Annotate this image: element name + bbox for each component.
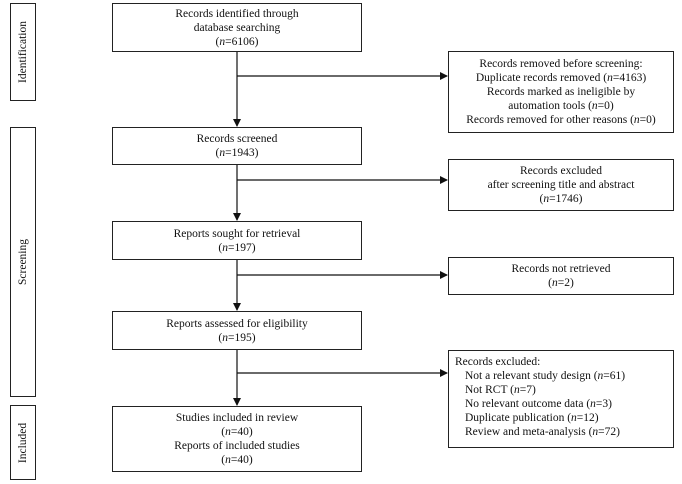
phase-included-label: Included xyxy=(17,422,29,463)
reports-included-label: Reports of included studies xyxy=(174,440,300,452)
phase-screening: Screening xyxy=(10,127,36,397)
excluded-reason-item: No relevant outcome data (n=3) xyxy=(465,398,612,410)
not-retrieved-label: Records not retrieved xyxy=(511,263,611,275)
records-screened-label: Records screened xyxy=(196,133,278,145)
records-identified-line1: Records identified through xyxy=(175,7,299,20)
records-excluded-reasons-box: Records excluded: Not a relevant study d… xyxy=(448,350,674,448)
phase-included: Included xyxy=(10,405,36,480)
studies-included-count: (n=40) xyxy=(221,426,253,438)
excluded-reasons-list: Not a relevant study design (n=61) Not R… xyxy=(455,369,673,439)
removed-before-title: Records removed before screening: xyxy=(479,58,643,70)
removed-other: Records removed for other reasons (n=0) xyxy=(466,114,656,126)
records-identified-box: Records identified through database sear… xyxy=(112,3,362,52)
not-retrieved-count: (n=2) xyxy=(548,277,574,289)
excluded-reasons-title: Records excluded: xyxy=(455,356,541,368)
removed-ineligible-line1: Records marked as ineligible by xyxy=(486,86,636,98)
excluded-reason-item: Review and meta-analysis (n=72) xyxy=(465,426,620,438)
records-removed-before-box: Records removed before screening: Duplic… xyxy=(448,51,674,133)
excluded-title-line2: after screening title and abstract xyxy=(487,179,635,191)
records-not-retrieved-box: Records not retrieved (n=2) xyxy=(448,257,674,295)
excluded-reason-item: Duplicate publication (n=12) xyxy=(465,412,599,424)
removed-duplicates: Duplicate records removed (n=4163) xyxy=(475,72,647,84)
reports-assessed-box: Reports assessed for eligibility (n=195) xyxy=(112,311,362,350)
excluded-title-count: (n=1746) xyxy=(539,193,583,205)
records-screened-box: Records screened (n=1943) xyxy=(112,127,362,165)
studies-included-box: Studies included in review (n=40) Report… xyxy=(112,406,362,472)
reports-included-count: (n=40) xyxy=(221,454,253,466)
phase-screening-label: Screening xyxy=(17,239,29,285)
records-identified-count: (n=6106) xyxy=(215,35,259,48)
reports-assessed-label: Reports assessed for eligibility xyxy=(166,317,308,330)
excluded-reason-item: Not RCT (n=7) xyxy=(465,384,536,396)
records-identified-line2: database searching xyxy=(193,21,281,34)
excluded-reason-item: Not a relevant study design (n=61) xyxy=(465,370,626,382)
removed-ineligible-line2: automation tools (n=0) xyxy=(508,100,614,112)
reports-sought-count: (n=197) xyxy=(218,241,256,254)
reports-sought-box: Reports sought for retrieval (n=197) xyxy=(112,221,362,260)
phase-identification-label: Identification xyxy=(17,21,29,83)
phase-identification: Identification xyxy=(10,3,36,101)
studies-included-label: Studies included in review xyxy=(175,412,299,424)
reports-sought-label: Reports sought for retrieval xyxy=(173,227,301,240)
records-screened-count: (n=1943) xyxy=(215,147,259,159)
records-excluded-title-box: Records excluded after screening title a… xyxy=(448,159,674,211)
reports-assessed-count: (n=195) xyxy=(218,331,256,344)
excluded-title-line1: Records excluded xyxy=(519,165,603,177)
